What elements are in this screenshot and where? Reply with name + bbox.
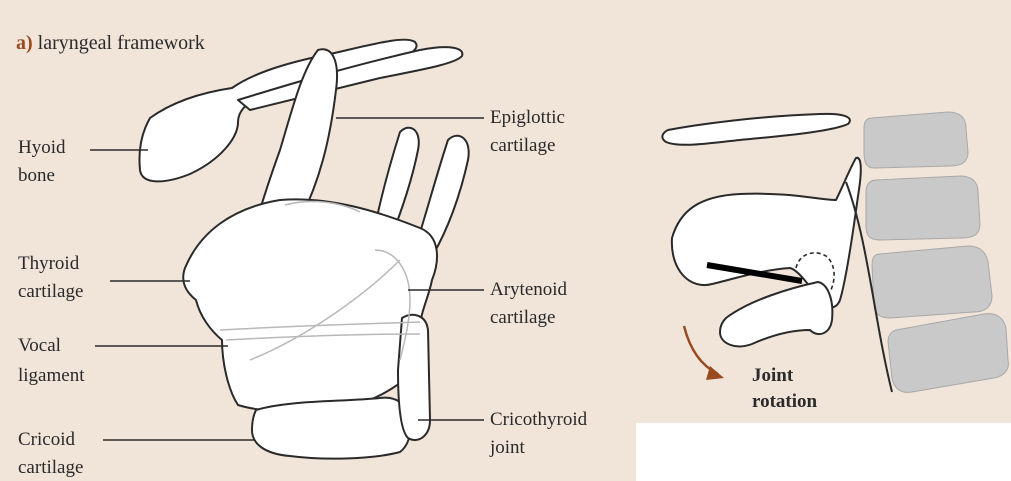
right-hyoid-shape	[662, 114, 850, 145]
panel-title-text: laryngeal framework	[38, 32, 205, 54]
label-vocal-line2: ligament	[18, 364, 84, 388]
label-cricothyroid-line1: Cricothyroid	[490, 408, 587, 432]
vertebra-3	[872, 246, 992, 318]
label-rotation: rotation	[752, 390, 817, 414]
panel-title: a) laryngeal framework	[16, 32, 205, 55]
label-cricoid-line1: Cricoid	[18, 428, 75, 452]
vertebra-4	[888, 314, 1008, 393]
label-cricothyroid-line2: joint	[490, 436, 525, 460]
label-epiglottic-line1: Epiglottic	[490, 106, 565, 130]
label-arytenoid-line1: Arytenoid	[490, 278, 567, 302]
panel-letter: a)	[16, 32, 33, 54]
label-arytenoid-line2: cartilage	[490, 306, 555, 330]
right-cricoid-shape	[720, 282, 832, 346]
label-thyroid-line1: Thyroid	[18, 252, 79, 276]
label-joint: Joint	[752, 364, 793, 388]
right-thyroid-shape	[672, 158, 861, 308]
label-thyroid-line2: cartilage	[18, 280, 83, 304]
rotation-arrow	[684, 326, 718, 374]
label-hyoid-line2: bone	[18, 164, 55, 188]
label-vocal-line1: Vocal	[18, 334, 61, 358]
cricoid-cartilage-shape	[252, 398, 411, 459]
label-hyoid-line1: Hyoid	[18, 136, 66, 160]
label-epiglottic-line2: cartilage	[490, 134, 555, 158]
label-cricoid-line2: cartilage	[18, 456, 83, 480]
vertebra-2	[866, 176, 980, 240]
vertebra-1	[864, 112, 968, 168]
